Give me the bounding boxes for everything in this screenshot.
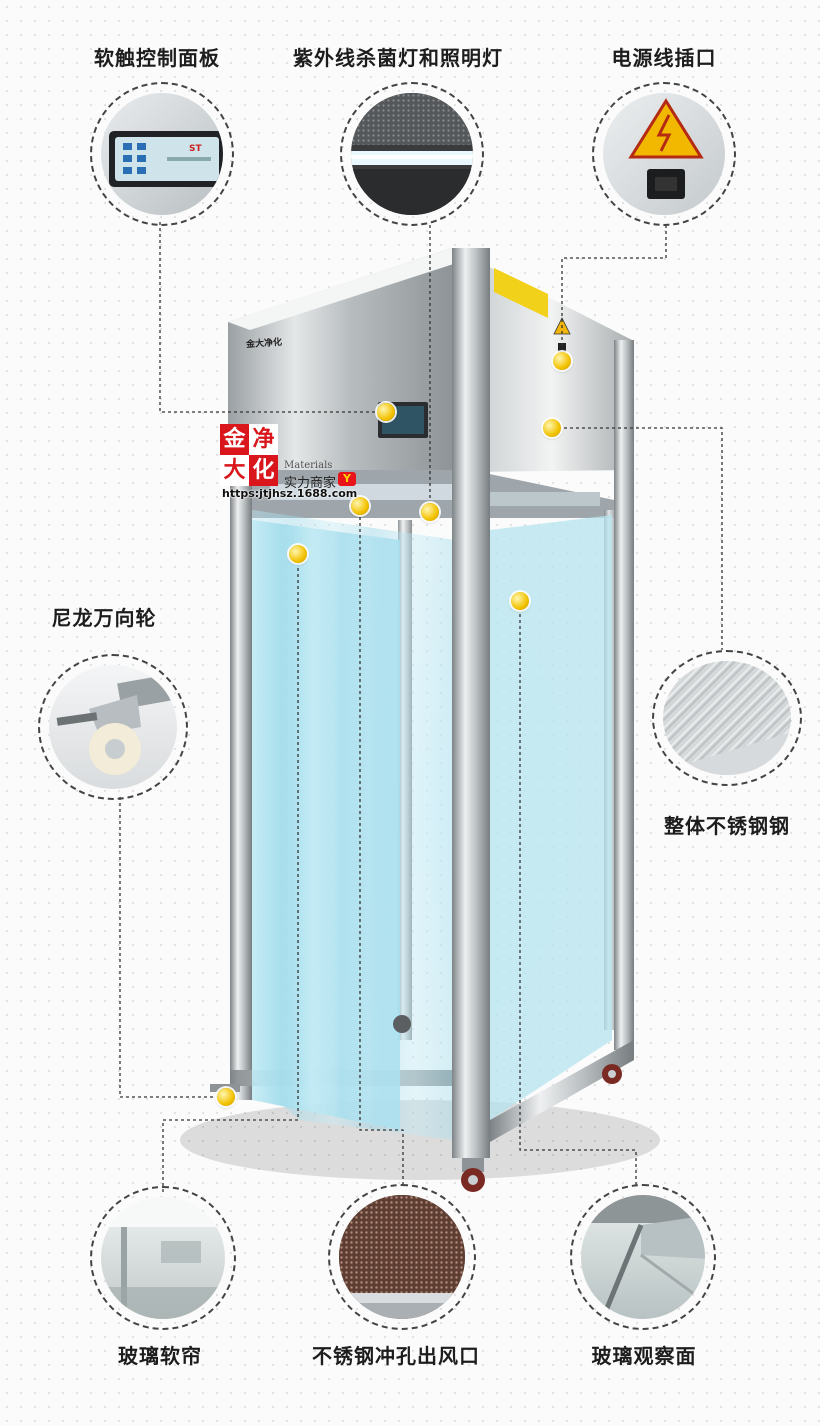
label-uv-lamp: 紫外线杀菌灯和照明灯	[293, 46, 503, 70]
detail-stainless-body	[652, 650, 802, 786]
label-stainless-body: 整体不锈钢钢	[664, 814, 790, 838]
detail-caster	[38, 654, 188, 800]
perforated-outlet-photo	[339, 1195, 465, 1319]
uv-lamp-photo	[351, 93, 473, 215]
label-caster: 尼龙万向轮	[51, 606, 157, 630]
panel-model-text: ST	[189, 144, 202, 154]
callout-dot-power-socket	[553, 352, 571, 370]
callout-dot-uv-lamp	[421, 503, 439, 521]
stainless-body-photo	[663, 732, 791, 775]
logo-materials: Materials	[284, 460, 333, 471]
logo-char: 净	[249, 424, 278, 455]
logo-shop-name: 实力商家	[284, 476, 337, 491]
callout-dot-caster	[217, 1088, 235, 1106]
caster-photo	[56, 674, 171, 775]
label-power-socket: 电源线插口	[611, 46, 717, 70]
label-perforated-outlet: 不锈钢冲孔出风口	[312, 1344, 480, 1368]
glass-view-photo	[581, 1195, 705, 1319]
detail-glass-view	[570, 1184, 716, 1330]
callout-dot-glass-curtain	[289, 545, 307, 563]
label-glass-view: 玻璃观察面	[591, 1344, 697, 1368]
power-socket-photo	[628, 98, 704, 199]
glass-curtain-photo	[101, 1197, 225, 1319]
detail-power-socket	[592, 82, 736, 226]
detail-uv-lamp	[340, 82, 484, 226]
shop-url: https:jtjhsz.1688.com	[222, 487, 358, 500]
callout-dot-outlet	[351, 497, 369, 515]
callout-dot-control-panel	[377, 403, 395, 421]
logo-char: 化	[252, 457, 275, 483]
logo-char: 大	[220, 455, 249, 486]
detail-control-panel: ST	[90, 82, 234, 226]
callout-dot-glass-view	[511, 592, 529, 610]
detail-glass-curtain	[90, 1186, 236, 1330]
logo-char: 金	[223, 426, 246, 452]
shop-logo-text: Materials 实力商家	[284, 460, 336, 491]
callout-dot-stainless-body	[543, 419, 561, 437]
trophy-icon: Y	[338, 472, 356, 486]
label-control-panel: 软触控制面板	[94, 46, 220, 70]
label-glass-curtain: 玻璃软帘	[118, 1344, 202, 1368]
shop-logo-badge: 金 净 大 化	[220, 424, 278, 486]
detail-perforated-outlet	[328, 1184, 476, 1330]
control-panel-photo: ST	[109, 131, 223, 187]
